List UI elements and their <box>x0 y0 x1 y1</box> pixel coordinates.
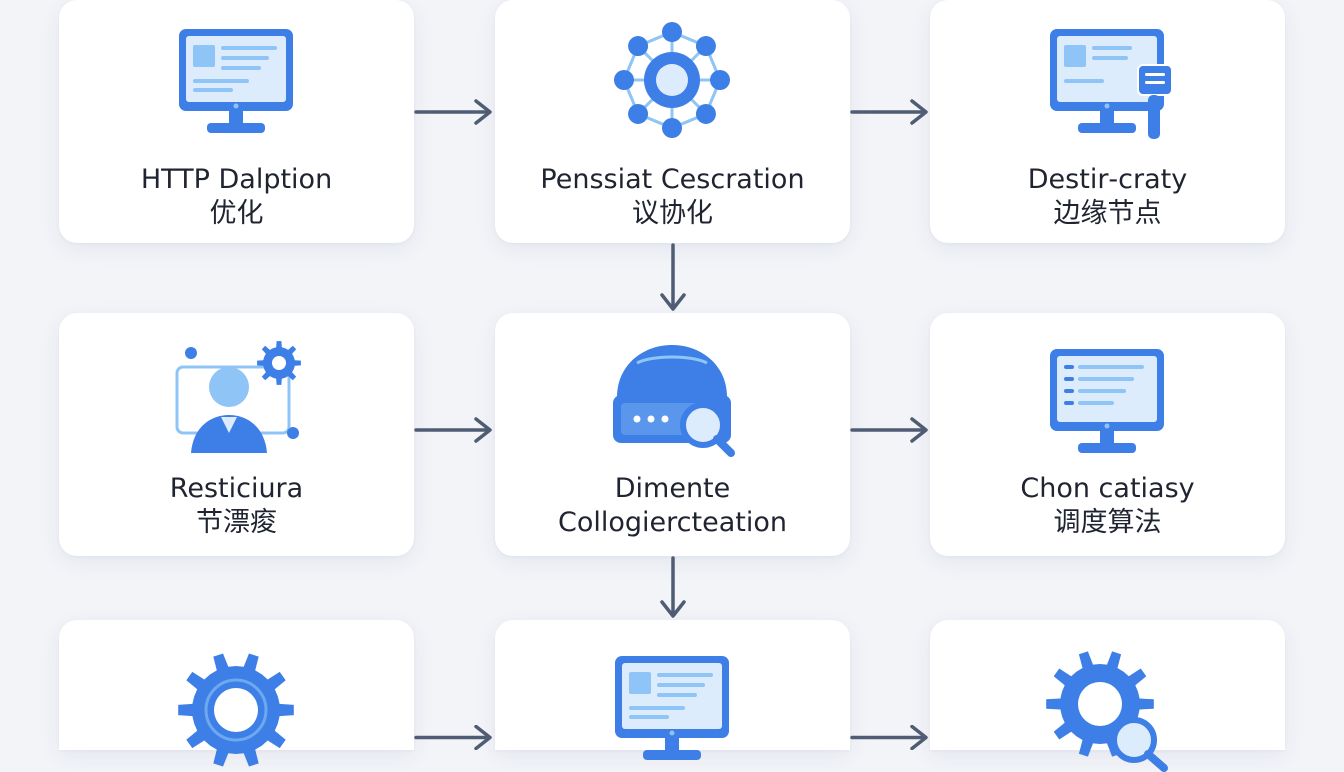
node-label-line1: Chon catiasy <box>1020 473 1195 504</box>
node-label: HTTP Dalption 优化 <box>59 163 414 231</box>
gear-icon <box>171 642 301 772</box>
node-label-line2: 节漂痠 <box>196 507 277 538</box>
node-n6[interactable]: Chon catiasy 调度算法 <box>930 313 1285 556</box>
arrow-n5-n8 <box>658 556 688 620</box>
monitor-server-icon <box>1042 15 1172 145</box>
node-label-line2: 优化 <box>209 198 264 229</box>
node-n1[interactable]: HTTP Dalption 优化 <box>59 0 414 243</box>
node-label: Resticiura 节漂痠 <box>59 472 414 540</box>
node-label: Penssiat Cescration 议协化 <box>495 163 850 231</box>
node-label-line2: 议协化 <box>632 198 713 229</box>
monitor-icon <box>607 642 737 772</box>
node-n8[interactable] <box>495 620 850 760</box>
arrow-n5-n6 <box>850 415 930 445</box>
arrow-n2-n5 <box>658 243 688 313</box>
arrow-n2-n3 <box>850 97 930 127</box>
dome-search-icon <box>607 335 737 465</box>
node-n7[interactable] <box>59 620 414 767</box>
arrow-n8-n9 <box>850 725 930 750</box>
node-n9[interactable] <box>930 620 1285 772</box>
arrow-n4-n5 <box>414 415 494 445</box>
node-label-line2: 边缘节点 <box>1053 198 1162 229</box>
monitor-icon <box>171 15 301 145</box>
network-hub-icon <box>607 15 737 145</box>
arrow-n1-n2 <box>414 97 494 127</box>
node-label-line1: Destir‐craty <box>1027 164 1188 195</box>
node-n3[interactable]: Destir‐craty 边缘节点 <box>930 0 1285 243</box>
node-label-line2: Collogiercteation <box>558 507 787 538</box>
flow-diagram: HTTP Dalption 优化 Penssiat Cescration 议协化… <box>59 0 1285 772</box>
node-label-line2: 调度算法 <box>1053 507 1162 538</box>
node-label-line1: Penssiat Cescration <box>540 164 805 195</box>
node-label: Dimente Collogiercteation <box>495 472 850 540</box>
node-label-line1: Dimente <box>614 473 731 504</box>
node-label-line1: Resticiura <box>169 473 304 504</box>
monitor-list-icon <box>1042 335 1172 465</box>
gear-search-icon <box>1042 642 1172 772</box>
node-n2[interactable]: Penssiat Cescration 议协化 <box>495 0 850 243</box>
node-label-line1: HTTP Dalption <box>140 164 333 195</box>
node-n5[interactable]: Dimente Collogiercteation <box>495 313 850 556</box>
node-n4[interactable]: Resticiura 节漂痠 <box>59 313 414 556</box>
node-label: Destir‐craty 边缘节点 <box>930 163 1285 231</box>
user-gear-icon <box>171 335 301 465</box>
node-label: Chon catiasy 调度算法 <box>930 472 1285 540</box>
arrow-n7-n8 <box>414 725 494 750</box>
